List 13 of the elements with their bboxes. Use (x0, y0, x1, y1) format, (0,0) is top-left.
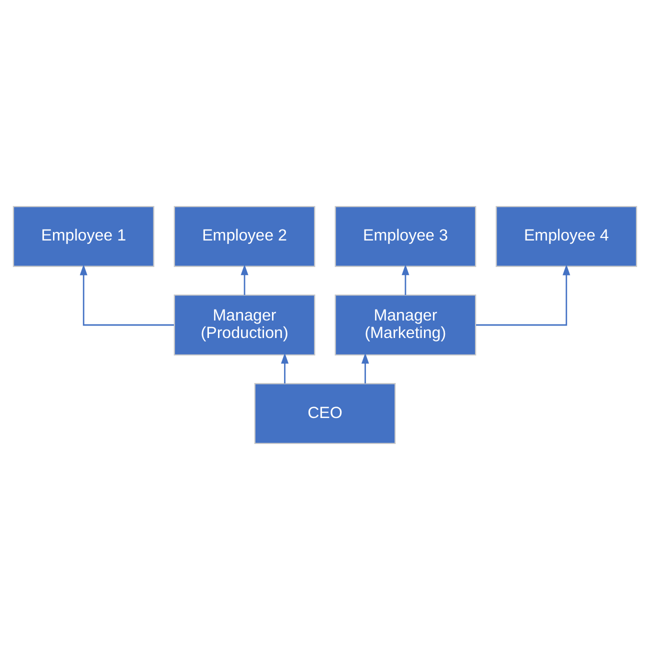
node-box: Manager (Marketing) (334, 294, 476, 356)
node-box: Manager (Production) (174, 294, 316, 356)
node-box: Employee 4 (496, 206, 638, 267)
arrow (361, 352, 370, 384)
arrow (80, 264, 174, 326)
node-box: Employee 1 (12, 206, 154, 267)
node-box: CEO (254, 383, 396, 444)
arrow (280, 352, 289, 384)
node-box: Employee 3 (334, 206, 476, 267)
node-box: Employee 2 (174, 206, 316, 267)
arrow (476, 264, 570, 326)
arrow (402, 264, 410, 296)
arrow (240, 264, 248, 296)
